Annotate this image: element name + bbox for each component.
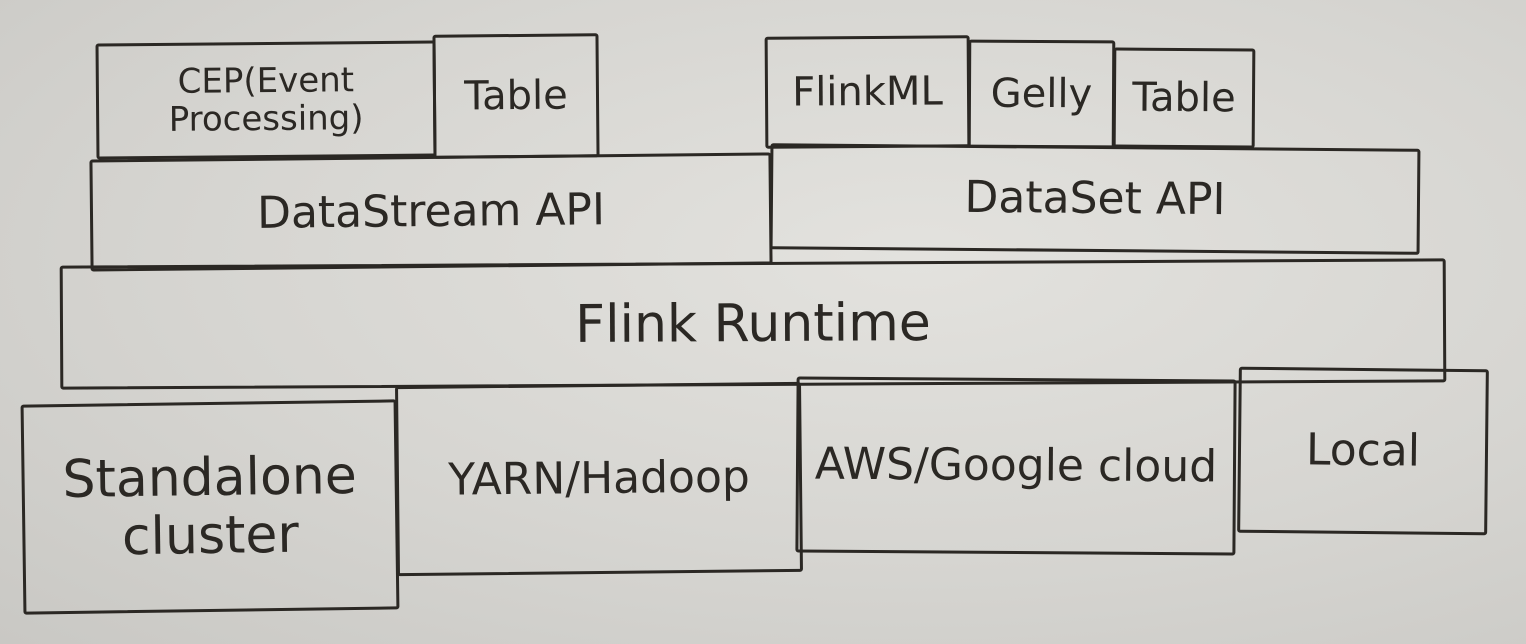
yarn-hadoop-label: YARN/Hadoop [447,451,751,506]
yarn-hadoop-box: YARN/Hadoop [395,381,803,577]
table-stream-library-box: Table [432,33,600,159]
datastream-api-box: DataStream API [89,152,773,272]
aws-google-cloud-box: AWS/Google cloud [795,376,1237,556]
cep-library-box: CEP(Event Processing) [95,40,437,160]
standalone-cluster-box: Standalone cluster [20,399,400,615]
local-label: Local [1305,424,1421,477]
dataset-api-label: DataSet API [964,172,1226,226]
table-batch-library-box: Table [1112,47,1256,149]
table-batch-library-label: Table [1132,74,1236,121]
dataset-api-box: DataSet API [769,143,1421,255]
gelly-library-label: Gelly [990,70,1093,117]
cep-library-label: CEP(Event Processing) [168,60,364,140]
local-box: Local [1237,366,1489,536]
flinkml-library-label: FlinkML [792,68,943,116]
standalone-cluster-label: Standalone cluster [62,445,358,568]
table-stream-library-label: Table [464,72,568,120]
gelly-library-box: Gelly [967,39,1116,149]
flinkml-library-box: FlinkML [764,35,971,149]
aws-google-cloud-label: AWS/Google cloud [814,438,1218,493]
datastream-api-label: DataStream API [256,184,606,240]
flink-runtime-label: Flink Runtime [575,292,931,355]
